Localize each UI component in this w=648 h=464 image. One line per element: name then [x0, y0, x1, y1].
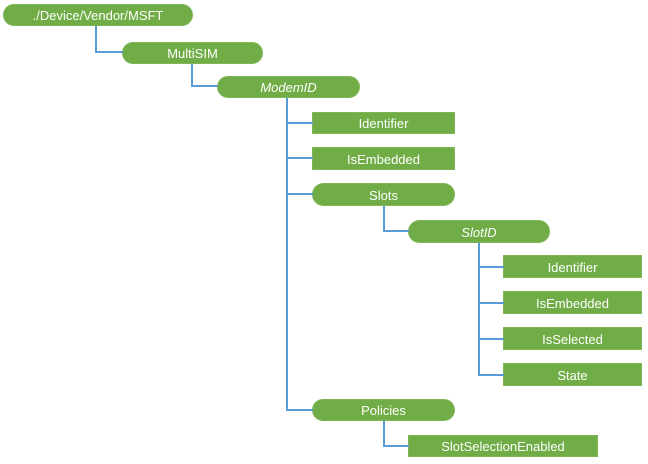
node-slotselectionenabled: SlotSelectionEnabled — [408, 435, 598, 457]
connector-root-multisim-h — [95, 51, 123, 53]
node-device-vendor-msft: ./Device/Vendor/MSFT — [3, 4, 193, 26]
connector-branch-slots — [286, 193, 313, 195]
node-slotid: SlotID — [408, 220, 550, 243]
connector-multisim-modemid-h — [191, 85, 218, 87]
node-modemid: ModemID — [217, 76, 360, 98]
connector-modemid-trunk — [286, 98, 288, 411]
connector-policies-sse-v — [383, 421, 385, 447]
node-slots: Slots — [312, 183, 455, 206]
connector-branch-isembedded — [286, 157, 313, 159]
node-slot-state: State — [503, 363, 642, 386]
node-modem-isembedded: IsEmbedded — [312, 147, 455, 170]
connector-slots-slotid-h — [383, 230, 409, 232]
connector-slotid-trunk — [478, 243, 480, 376]
connector-policies-sse-h — [383, 445, 409, 447]
connector-root-multisim-v — [95, 26, 97, 53]
connector-branch-slot-identifier — [478, 266, 504, 268]
connector-branch-slot-isembedded — [478, 302, 504, 304]
node-modem-identifier: Identifier — [312, 112, 455, 134]
connector-multisim-modemid-v — [191, 64, 193, 87]
connector-branch-policies — [286, 409, 313, 411]
node-slot-isselected: IsSelected — [503, 327, 642, 350]
node-slot-identifier: Identifier — [503, 255, 642, 278]
connector-branch-identifier — [286, 122, 313, 124]
connector-branch-slot-state — [478, 374, 504, 376]
connector-branch-slot-isselected — [478, 338, 504, 340]
node-slot-isembedded: IsEmbedded — [503, 291, 642, 314]
node-policies: Policies — [312, 399, 455, 421]
connector-slots-slotid-v — [383, 206, 385, 232]
node-multisim: MultiSIM — [122, 42, 263, 64]
